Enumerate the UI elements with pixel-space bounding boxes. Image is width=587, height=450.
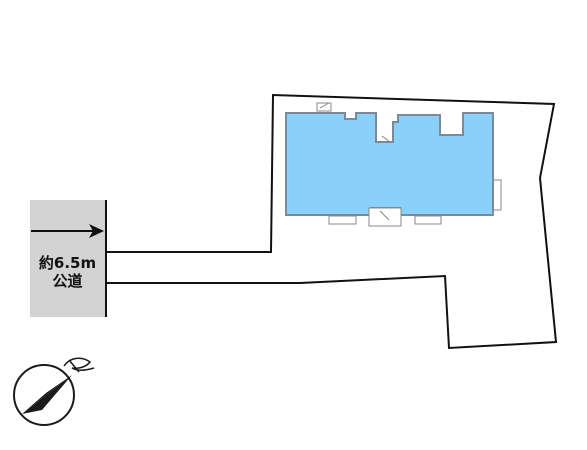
porch-bottom-left — [328, 215, 357, 225]
porch-bottom-right — [414, 215, 442, 225]
arrow-right-icon — [89, 224, 104, 238]
notch-door-line — [381, 135, 391, 143]
lot-boundary — [105, 93, 558, 350]
road-width-label: 約6.5m — [38, 254, 97, 272]
entrance-porch — [368, 207, 402, 227]
balcony-top-left-line — [319, 102, 330, 109]
north-arrow-icon — [13, 357, 95, 426]
road-area — [30, 200, 106, 317]
entrance-door-line — [379, 210, 390, 221]
balcony-top-left — [316, 102, 332, 112]
building-footprint — [285, 112, 494, 216]
step-right — [492, 179, 502, 211]
road-name-label: 公道 — [52, 272, 83, 290]
road-label: 約6.5m 公道 — [30, 254, 105, 290]
